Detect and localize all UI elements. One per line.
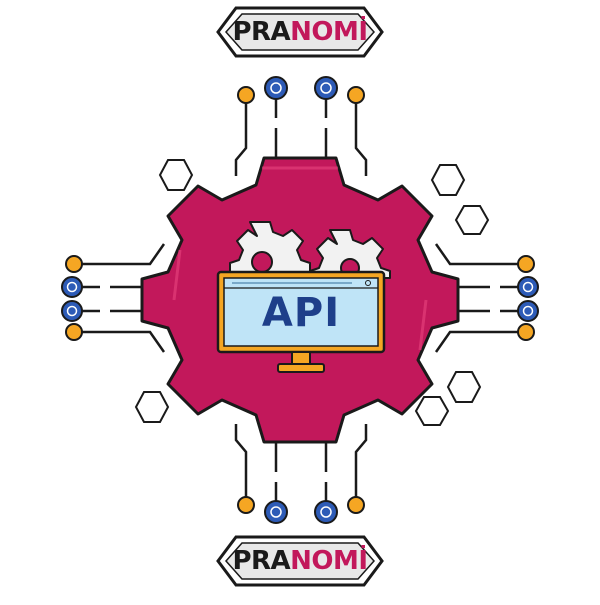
logo-text-part-b: NOMİ xyxy=(290,546,368,576)
monitor-icon xyxy=(216,270,386,373)
hexagon-icon xyxy=(430,164,466,196)
logo-badge-shape xyxy=(216,535,384,587)
bottom-nodes xyxy=(237,496,365,524)
hexagon-icon xyxy=(158,159,194,191)
node-icon xyxy=(61,300,83,322)
hexagon-icon xyxy=(446,371,482,403)
node-icon xyxy=(347,496,365,514)
node-icon xyxy=(237,496,255,514)
hexagon-icon xyxy=(134,391,170,423)
node-icon xyxy=(517,300,539,322)
api-label: API xyxy=(261,290,341,336)
right-nodes xyxy=(517,255,539,341)
hexagon-icon xyxy=(454,205,490,235)
logo-text-part-a: PRA xyxy=(232,546,291,576)
node-icon xyxy=(264,500,288,524)
small-gear-icon xyxy=(309,229,391,279)
logo-text-part-b: NOMİ xyxy=(290,17,368,47)
logo-text-part-a: PRA xyxy=(232,17,291,47)
node-icon xyxy=(314,500,338,524)
node-icon xyxy=(314,76,338,100)
logo-badge-shape xyxy=(216,6,384,58)
top-connectors xyxy=(234,96,368,176)
hexagon-icon xyxy=(414,396,450,426)
left-nodes xyxy=(61,255,83,341)
hexagons xyxy=(134,159,490,426)
node-icon xyxy=(65,323,83,341)
node-icon xyxy=(65,255,83,273)
node-icon xyxy=(347,86,365,104)
node-icon xyxy=(264,76,288,100)
node-icon xyxy=(517,255,535,273)
node-icon xyxy=(237,86,255,104)
node-icon xyxy=(517,323,535,341)
node-icon xyxy=(517,276,539,298)
node-icon xyxy=(61,276,83,298)
top-nodes xyxy=(237,76,365,104)
